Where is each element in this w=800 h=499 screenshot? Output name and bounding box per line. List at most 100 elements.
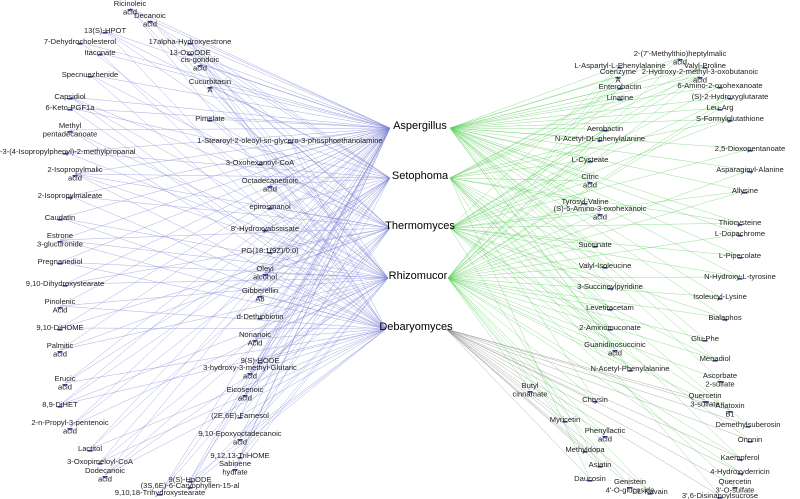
right-node-marker-14 [587, 161, 593, 163]
edge-left-46-hub-0 [104, 127, 391, 476]
edge-left-38-hub-3 [59, 277, 389, 406]
edge-right-24-hub-1 [449, 177, 606, 267]
right-node-label-15: Asparaginyl-Alanine [716, 165, 784, 174]
left-node-label-11: 6-Keto-PGF1a [46, 103, 96, 112]
right-node-label-46: Asiatin [589, 460, 612, 469]
edge-left-39-hub-4 [239, 328, 387, 417]
left-node-label-6: 13-OxoODE [169, 48, 210, 57]
edge-left-22-hub-0 [264, 127, 391, 230]
left-node-marker-28 [257, 296, 263, 298]
edge-left-14-hub-2 [289, 140, 391, 229]
edge-right-42-hub-4 [445, 328, 606, 436]
edge-right-38-hub-3 [447, 277, 706, 401]
left-node-marker-42 [87, 450, 93, 452]
edge-right-24-hub-0 [449, 127, 606, 267]
edge-left-31-hub-4 [59, 327, 387, 330]
edge-left-31-hub-0 [59, 127, 391, 329]
left-edges [59, 7, 391, 494]
edge-right-17-hub-3 [447, 190, 746, 279]
edge-right-46-hub-2 [449, 227, 601, 466]
edge-left-48-hub-0 [189, 127, 391, 487]
edge-right-52-hub-4 [445, 328, 721, 497]
edge-left-49-hub-0 [159, 127, 391, 494]
edge-left-7-hub-0 [199, 63, 391, 129]
right-node-label-23: L-Pipecolate [719, 251, 761, 260]
edge-left-2-hub-2 [104, 30, 391, 229]
edge-left-39-hub-2 [239, 227, 391, 417]
edge-left-2-hub-4 [104, 30, 387, 330]
right-node-marker-46 [597, 466, 603, 468]
edge-right-19-hub-0 [449, 127, 601, 214]
left-node-marker-24 [267, 252, 273, 254]
edge-right-20-hub-2 [449, 222, 741, 229]
right-node-label-10: S-Formylglutathione [696, 114, 764, 123]
hub-label-2: Thermomyces [385, 220, 455, 232]
edge-left-21-hub-3 [59, 217, 389, 279]
edge-left-27-hub-0 [64, 127, 391, 285]
edge-left-36-hub-0 [64, 127, 391, 384]
left-node-marker-23 [57, 241, 63, 243]
edge-left-8-hub-2 [89, 74, 391, 229]
left-node-label-24: PG(18:1(9Z)/0:0) [241, 246, 299, 255]
left-node-marker-41 [237, 439, 243, 441]
left-node-marker-29 [57, 307, 63, 309]
edge-left-26-hub-4 [264, 272, 387, 330]
right-node-label-43: Ononin [738, 435, 763, 444]
right-node-marker-42 [602, 436, 608, 438]
left-node-marker-49 [157, 494, 163, 496]
left-node-marker-20 [267, 208, 273, 210]
edge-right-34-hub-1 [449, 177, 631, 370]
right-node-marker-28 [607, 309, 613, 311]
left-node-label-16: 3-Oxohexanoyl-CoA [226, 158, 295, 167]
edge-left-17-hub-1 [74, 173, 391, 179]
hub-background-3 [388, 269, 448, 282]
left-node-label-25: Pregnanediol [38, 257, 83, 266]
edge-right-17-hub-0 [449, 127, 746, 192]
left-node-marker-39 [237, 417, 243, 419]
edge-right-17-hub-2 [449, 190, 746, 229]
right-node-marker-25 [737, 278, 743, 280]
edge-right-40-hub-3 [447, 277, 566, 421]
right-node-label-17: Allysine [732, 186, 758, 195]
right-node-label-21: L-Dopachrome [715, 229, 765, 238]
edge-right-27-hub-0 [449, 127, 721, 298]
edge-right-50-hub-4 [445, 328, 736, 487]
edge-right-22-hub-3 [447, 244, 596, 279]
edge-left-47-hub-1 [189, 177, 391, 481]
right-node-marker-37 [592, 401, 598, 403]
edge-right-26-hub-2 [449, 227, 611, 288]
edge-left-49-hub-1 [159, 177, 391, 494]
right-node-marker-5 [717, 87, 723, 89]
left-node-label-2: 13(S)-HPOT [84, 26, 127, 35]
left-node-marker-43 [237, 457, 243, 459]
edge-right-29-hub-3 [447, 277, 726, 319]
edge-left-13-hub-0 [69, 127, 391, 131]
hub-label-1: Setophoma [392, 170, 449, 182]
edge-right-33-hub-2 [449, 227, 716, 360]
right-node-marker-23 [737, 257, 743, 259]
edge-left-30-hub-3 [259, 277, 389, 318]
edge-right-33-hub-0 [449, 127, 716, 360]
edge-left-13-hub-4 [69, 129, 387, 330]
edge-right-34-hub-0 [449, 127, 631, 370]
left-node-marker-15 [62, 153, 68, 155]
left-node-marker-40 [67, 428, 73, 430]
edge-right-14-hub-1 [449, 159, 591, 179]
right-node-label-37: Chrysin [582, 395, 608, 404]
edge-right-28-hub-3 [447, 277, 611, 309]
left-node-marker-30 [257, 318, 263, 320]
edge-left-25-hub-0 [59, 127, 391, 263]
edge-right-32-hub-3 [447, 277, 616, 350]
edge-right-18-hub-3 [447, 201, 586, 279]
edge-left-20-hub-0 [269, 127, 391, 208]
edge-right-25-hub-2 [449, 227, 741, 278]
edge-left-36-hub-4 [64, 328, 387, 384]
right-node-label-11: Aerobactin [587, 124, 623, 133]
edge-right-5-hub-0 [449, 85, 721, 129]
edge-left-40-hub-3 [69, 277, 389, 428]
edge-left-38-hub-0 [59, 127, 391, 406]
